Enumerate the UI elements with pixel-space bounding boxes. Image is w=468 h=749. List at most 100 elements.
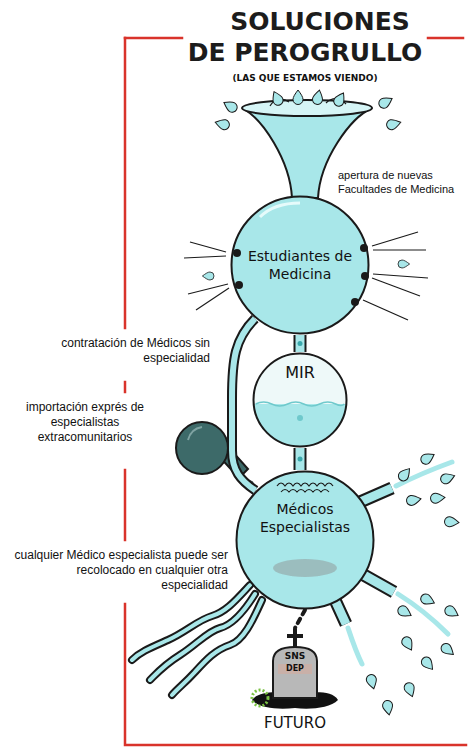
water-drop: [406, 494, 422, 506]
neck-fill: [296, 448, 305, 470]
water-drop: [293, 90, 303, 105]
frame-line: [125, 37, 182, 40]
note-text-slot: apertura de nuevas Facultades de Medicin…: [338, 168, 462, 196]
leak-hole: [360, 244, 368, 252]
drip-drop: [298, 341, 303, 346]
drip-drop: [298, 457, 303, 462]
liquid-surface: [256, 402, 345, 406]
wreath: [252, 690, 268, 706]
water-drop: [398, 260, 410, 268]
leak-line: [190, 242, 226, 252]
subtitle-text: (LAS QUE ESTAMOS VIENDO): [200, 73, 410, 84]
funnel: [214, 89, 402, 198]
flask-neck: [298, 448, 303, 470]
note-text: contratación de Médicos sin especialidad: [18, 336, 210, 366]
foam: [277, 483, 333, 492]
grey-smudge: [273, 559, 337, 577]
note-text: cualquier Médico especialista puede ser …: [10, 548, 228, 593]
flask-shine: [260, 203, 300, 217]
frame-line: [124, 38, 127, 328]
import-flask-bulb: [176, 422, 228, 474]
water-drop: [403, 681, 417, 698]
water-drop: [443, 604, 461, 620]
node-text: DEP: [278, 664, 312, 674]
water-drop: [202, 272, 214, 280]
note-text-slot: importación exprés de especialistas extr…: [10, 400, 160, 445]
water-drop: [419, 655, 436, 673]
leak-hole: [233, 249, 241, 257]
leak-line: [372, 232, 418, 246]
drip-line: [295, 610, 305, 628]
liquid-drop: [297, 415, 303, 421]
leak-line: [373, 249, 426, 250]
students-flask: Estudiantes de Medicina: [230, 195, 370, 335]
water-drop: [439, 641, 457, 658]
note-text-slot: cualquier Médico especialista puede ser …: [10, 548, 228, 593]
water-drop: [377, 94, 395, 110]
neck-outline: [294, 335, 307, 352]
tube-fill: [232, 319, 255, 491]
cross: [287, 634, 303, 638]
water-drop: [444, 516, 459, 527]
drip-line: [295, 610, 305, 628]
water-jet: [348, 628, 362, 664]
spray: [365, 450, 460, 716]
node-text: FUTURO: [251, 714, 339, 732]
wiggly-tubes: [132, 585, 262, 695]
water-drop: [221, 98, 239, 114]
water-drop: [396, 604, 414, 620]
import-flask-shine: [188, 427, 202, 440]
flask-bulb: [237, 472, 374, 609]
water-drop: [385, 117, 402, 130]
leak-hole: [351, 298, 359, 306]
frame-line: [428, 37, 463, 40]
water-drop: [382, 700, 394, 716]
funnel-mouth: [242, 100, 372, 116]
flask-liquid: [254, 404, 347, 447]
neck-outline: [294, 448, 307, 470]
leak-line: [373, 274, 428, 278]
node-text: Estudiantes de Medicina: [237, 247, 363, 283]
title-text-slot: SOLUCIONES DE PEROGRULLO: [180, 6, 430, 68]
red-frame: [125, 38, 466, 745]
flask-glass: [254, 354, 347, 447]
water-drop: [396, 465, 413, 483]
leak-line: [372, 278, 420, 296]
water-drop: [214, 117, 231, 130]
water-drop: [270, 90, 285, 107]
note-text: importación exprés de especialistas extr…: [10, 400, 160, 445]
frame-line: [125, 604, 466, 745]
tube-fill: [132, 585, 262, 695]
glass-tube: [232, 319, 255, 491]
water-drop: [419, 592, 436, 607]
leak-line: [196, 288, 229, 310]
tombstone: [273, 647, 317, 698]
flask-neck: [298, 335, 303, 352]
specialists-flask: Médicos Especialistas: [235, 470, 375, 610]
water-drop: [332, 90, 348, 108]
water-drop: [365, 673, 378, 690]
flask-bulb: [232, 197, 369, 334]
leak-hole: [361, 272, 369, 280]
tube-outline: [232, 319, 255, 491]
frame-line: [124, 470, 127, 540]
water-drop: [312, 89, 325, 105]
note-text: apertura de nuevas Facultades de Medicin…: [338, 168, 462, 196]
water-drop: [419, 450, 437, 466]
mir-flask: MIR: [252, 352, 348, 448]
neck-fill: [296, 335, 305, 352]
leak-line: [184, 256, 226, 258]
students-flask-outline: [230, 195, 370, 335]
node-text: MIR: [265, 363, 335, 382]
node-text: Médicos Especialistas: [244, 500, 366, 536]
water-drop: [430, 492, 445, 503]
tombstone-node: SNSDEPFUTURO: [250, 628, 340, 738]
subtitle-text-slot: (LAS QUE ESTAMOS VIENDO): [200, 73, 410, 84]
specialists-flask-outline: [235, 470, 375, 610]
water-drop: [439, 471, 456, 485]
leak-hole: [235, 281, 243, 289]
title-text: SOLUCIONES DE PEROGRULLO: [180, 6, 430, 68]
frame-line: [124, 382, 127, 392]
